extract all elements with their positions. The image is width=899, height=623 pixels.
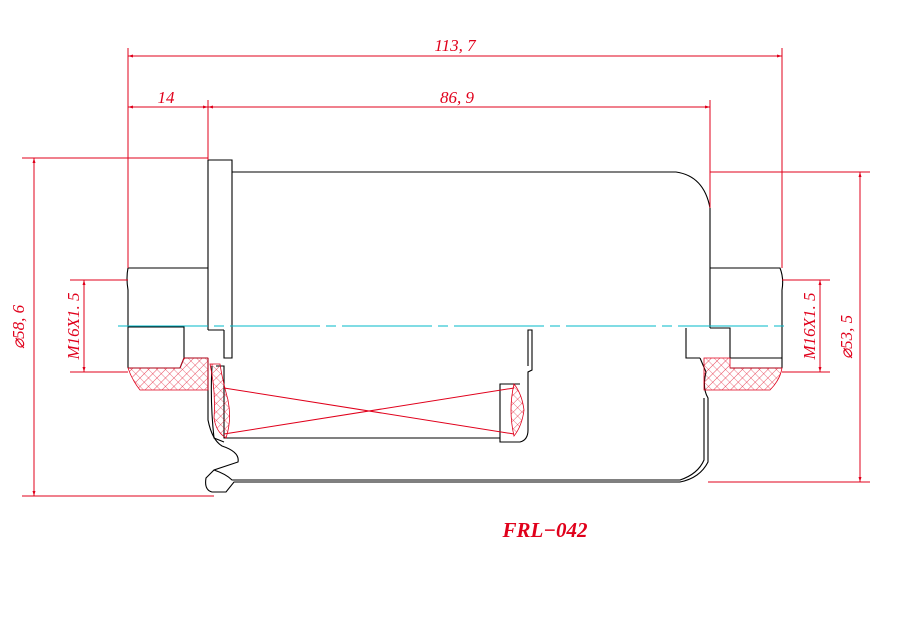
left-diameter-label: ⌀58, 6 [9,304,28,349]
left-nut-section [127,357,209,391]
part-number-title: FRL−042 [501,518,588,542]
left-thread-label: M16X1. 5 [64,292,83,360]
right-thread-label: M16X1. 5 [800,292,819,360]
body-length-label: 86, 9 [440,88,475,107]
right-diameter-label: ⌀53, 5 [837,315,856,359]
left-seal-section [209,363,230,439]
right-seal-section [510,383,525,437]
element-diagonal-b [223,387,515,435]
lower-housing [205,357,709,493]
left-fitting [126,267,209,369]
main-body [232,171,711,328]
left-offset-label: 14 [158,88,176,107]
dimension-lines [22,48,870,497]
left-flange [207,159,233,359]
right-fitting [685,267,784,369]
right-nut-section [703,357,783,391]
filter-element [210,329,533,443]
overall-length-label: 113, 7 [434,36,477,55]
